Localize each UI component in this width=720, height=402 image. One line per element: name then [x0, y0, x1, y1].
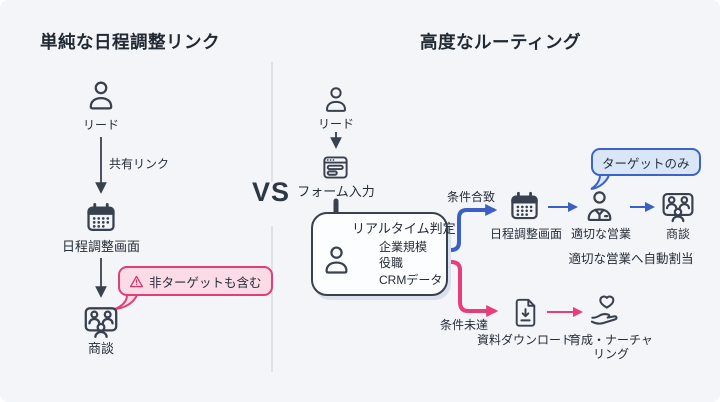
meeting-icon-right: [662, 192, 694, 223]
form-label: フォーム入力: [297, 184, 375, 199]
judge-item-company-size: 企業規模: [379, 240, 428, 254]
sales-person-icon: [587, 191, 612, 222]
scheduler-label-right: 日程調整画面: [489, 227, 563, 241]
form-icon: [323, 156, 348, 179]
target-bubble-text: ターゲットのみ: [602, 156, 690, 171]
condition-unmet-label: 条件未達: [440, 318, 489, 332]
meeting-icon-left: [84, 307, 118, 339]
warning-bubble-text: 非ターゲットも含む: [149, 275, 262, 290]
calendar-icon-left: [87, 202, 115, 232]
target-bubble: ターゲットのみ: [591, 148, 701, 176]
lead-person-icon: [89, 81, 113, 110]
meeting-label-right: 商談: [665, 227, 691, 241]
right-title: 高度なルーティング: [420, 32, 581, 52]
judge-item-job-title: 役職: [379, 256, 404, 270]
warning-icon: [129, 275, 144, 287]
meeting-label-left: 商談: [87, 341, 115, 356]
warning-bubble: 非ターゲットも含む: [118, 266, 273, 296]
curve-condition-match: [443, 204, 498, 252]
curve-condition-unmet: [443, 260, 499, 317]
judge-person-icon: [325, 246, 348, 274]
nurture-label: 育成・ナーチャ リング: [569, 333, 653, 361]
nurture-label-line1: 育成・ナーチャ: [569, 333, 653, 347]
target-bubble-tail-stroke: [590, 174, 610, 190]
condition-match-label: 条件合致: [447, 190, 496, 204]
shared-link-label: 共有リンク: [109, 157, 170, 171]
realtime-judge-box: [311, 212, 448, 296]
document-download-icon: [515, 298, 536, 327]
calendar-icon-right: [511, 191, 538, 220]
sales-label: 適切な営業: [570, 227, 632, 241]
nurture-label-line2: リング: [592, 347, 630, 361]
download-label: 資料ダウンロード: [476, 333, 574, 347]
lead-person-icon-right: [326, 87, 346, 112]
lead-label-left: リード: [82, 118, 120, 132]
scheduler-label-left: 日程調整画面: [61, 239, 141, 254]
lead-label-right: リード: [317, 117, 355, 131]
judge-item-crm-data: CRMデータ: [379, 273, 443, 287]
hand-heart-icon: [590, 295, 618, 325]
vs-label: VS: [251, 177, 291, 207]
left-title: 単純な日程調整リンク: [40, 32, 220, 52]
auto-assign-note: 適切な営業へ自動割当: [568, 252, 694, 266]
judge-title: リアルタイム判定: [352, 221, 456, 236]
